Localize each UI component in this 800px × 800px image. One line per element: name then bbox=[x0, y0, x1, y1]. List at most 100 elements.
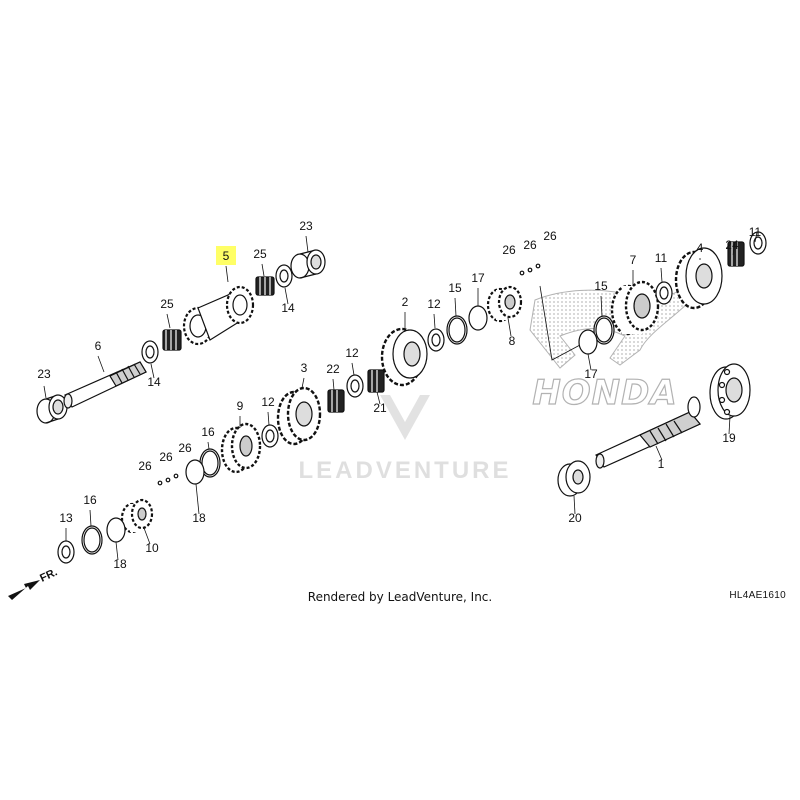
callout-part-2[interactable]: 2 bbox=[402, 295, 409, 309]
gear-5 bbox=[182, 285, 255, 346]
callout-part-16[interactable]: 16 bbox=[83, 493, 97, 507]
leader-line-15 bbox=[600, 295, 603, 317]
watermark: LEADVENTURE bbox=[298, 395, 511, 484]
callout-part-12[interactable]: 12 bbox=[261, 395, 275, 409]
gear-9 bbox=[220, 422, 262, 474]
callout-part-17[interactable]: 17 bbox=[584, 367, 598, 381]
leader-line-8 bbox=[507, 317, 512, 337]
callout-part-25[interactable]: 25 bbox=[253, 247, 267, 261]
gear-7 bbox=[610, 280, 660, 336]
leader-line-21 bbox=[376, 391, 381, 405]
leader-line-5 bbox=[225, 265, 229, 283]
callout-part-21[interactable]: 21 bbox=[373, 401, 387, 415]
callout-part-26[interactable]: 26 bbox=[138, 459, 152, 473]
callout-part-26[interactable]: 26 bbox=[159, 450, 173, 464]
leader-line-11 bbox=[754, 231, 758, 243]
callout-part-5[interactable]: 5 bbox=[223, 249, 230, 263]
washer-11-mid bbox=[655, 281, 673, 305]
leader-line-12 bbox=[351, 362, 355, 376]
callout-part-10[interactable]: 10 bbox=[145, 541, 159, 555]
selected-part-highlight[interactable] bbox=[216, 246, 236, 265]
pins-26-top bbox=[519, 263, 541, 276]
leader-line-17 bbox=[587, 353, 592, 371]
watermark-text: LEADVENTURE bbox=[298, 457, 511, 484]
callout-part-23[interactable]: 23 bbox=[299, 219, 313, 233]
bearing-23-right bbox=[290, 249, 326, 279]
callout-part-26[interactable]: 26 bbox=[523, 238, 537, 252]
callout-part-15[interactable]: 15 bbox=[594, 279, 608, 293]
gear-10 bbox=[120, 498, 154, 534]
leader-line-16 bbox=[89, 509, 92, 527]
callout-part-6[interactable]: 6 bbox=[95, 339, 102, 353]
bearing-23-left bbox=[36, 394, 68, 424]
gear-3 bbox=[276, 386, 322, 446]
leader-line-22 bbox=[332, 378, 335, 391]
washer-12-top bbox=[427, 328, 445, 352]
leader-line-18 bbox=[115, 541, 119, 561]
ring-17-top bbox=[468, 305, 488, 331]
callout-part-4[interactable]: 4 bbox=[697, 241, 704, 255]
callout-part-22[interactable]: 22 bbox=[326, 362, 340, 376]
callout-part-13[interactable]: 13 bbox=[59, 511, 73, 525]
gear-2 bbox=[380, 327, 428, 387]
callout-part-17[interactable]: 17 bbox=[471, 271, 485, 285]
ring-18-low bbox=[106, 517, 126, 543]
callout-part-9[interactable]: 9 bbox=[237, 399, 244, 413]
bearing-20 bbox=[557, 460, 591, 497]
leader-line-14 bbox=[284, 287, 289, 305]
callout-part-1[interactable]: 1 bbox=[658, 457, 665, 471]
callout-part-8[interactable]: 8 bbox=[509, 334, 516, 348]
leader-line-15 bbox=[454, 297, 457, 317]
callout-part-20[interactable]: 20 bbox=[568, 511, 582, 525]
callout-part-16[interactable]: 16 bbox=[201, 425, 215, 439]
leader-line-19 bbox=[728, 415, 731, 435]
callout-part-26[interactable]: 26 bbox=[178, 441, 192, 455]
callout-part-12[interactable]: 12 bbox=[345, 346, 359, 360]
leader-line-12 bbox=[433, 313, 436, 329]
callout-part-26[interactable]: 26 bbox=[502, 243, 516, 257]
render-credit: Rendered by LeadVenture, Inc. bbox=[307, 590, 493, 604]
callout-part-26[interactable]: 26 bbox=[543, 229, 557, 243]
leader-line-10 bbox=[143, 527, 151, 545]
callout-part-25[interactable]: 25 bbox=[160, 297, 174, 311]
honda-logo-text: HONDA bbox=[532, 373, 677, 413]
callout-part-11[interactable]: 11 bbox=[655, 251, 668, 265]
callout-part-7[interactable]: 7 bbox=[630, 253, 637, 267]
callout-part-11[interactable]: 11 bbox=[749, 225, 762, 239]
callout-part-18[interactable]: 18 bbox=[192, 511, 206, 525]
washer-11-top bbox=[749, 231, 767, 255]
leader-line-24 bbox=[732, 241, 736, 256]
callout-part-23[interactable]: 23 bbox=[37, 367, 51, 381]
ring-15-right bbox=[593, 315, 615, 345]
callout-part-24[interactable]: 24 bbox=[725, 238, 739, 252]
ring-16-mid bbox=[199, 448, 221, 478]
leader-line-12 bbox=[267, 411, 270, 426]
front-marker-text: FR. bbox=[38, 566, 59, 584]
leader-line-1 bbox=[655, 445, 663, 461]
callout-part-18[interactable]: 18 bbox=[113, 557, 127, 571]
callout-part-14[interactable]: 14 bbox=[281, 301, 295, 315]
diagram-code: HL4AE1610 bbox=[729, 590, 786, 601]
ring-18-mid bbox=[185, 459, 205, 485]
callout-part-14[interactable]: 14 bbox=[147, 375, 161, 389]
washer-12-low bbox=[261, 424, 279, 448]
mainshaft-assembly bbox=[557, 363, 751, 497]
callout-part-15[interactable]: 15 bbox=[448, 281, 462, 295]
callout-part-12[interactable]: 12 bbox=[427, 297, 441, 311]
leader-line-18 bbox=[195, 483, 200, 515]
countershaft-assembly bbox=[36, 249, 326, 424]
middle-gear-train bbox=[57, 231, 767, 564]
washer-14-left bbox=[141, 340, 159, 364]
callout-part-3[interactable]: 3 bbox=[301, 361, 308, 375]
ring-16-low bbox=[81, 525, 103, 555]
gear-4 bbox=[674, 247, 723, 310]
washer-13 bbox=[57, 540, 75, 564]
callout-part-19[interactable]: 19 bbox=[722, 431, 736, 445]
leader-line-23 bbox=[43, 385, 47, 399]
leader-line-6 bbox=[97, 355, 105, 373]
washer-14-right bbox=[275, 264, 293, 288]
leader-line-25 bbox=[166, 313, 171, 329]
leader-line-11 bbox=[660, 267, 663, 283]
